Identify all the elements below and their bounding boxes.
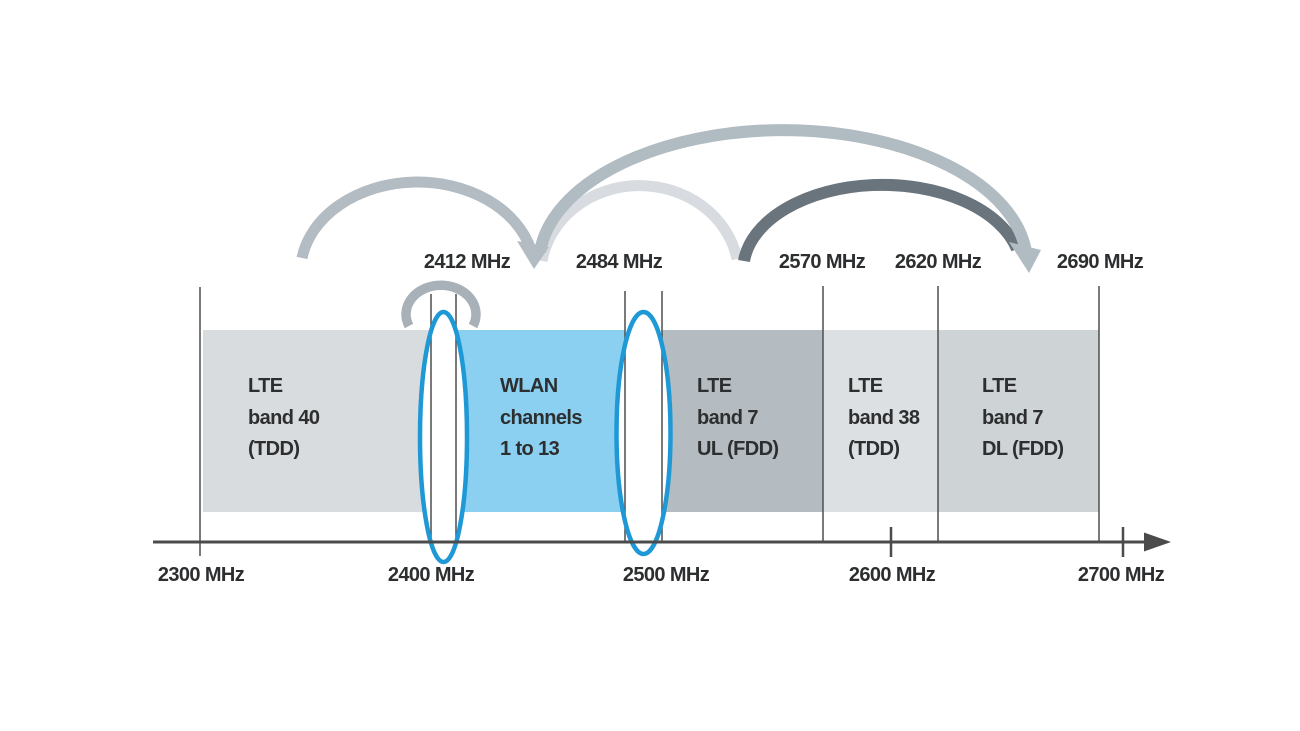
highlight-ellipse-2500 <box>614 309 673 557</box>
axis-label-2400: 2400 MHz <box>387 564 475 586</box>
band-label-line: WLAN <box>500 375 558 397</box>
arrowhead-main-arc <box>1009 242 1041 273</box>
band-label-line: (TDD) <box>848 438 900 460</box>
band-rect-lte-band-7-ul <box>662 330 823 512</box>
axis-label-2700: 2700 MHz <box>1077 564 1165 586</box>
band-label-lte-band-40: LTE band 40 (TDD) <box>248 371 320 466</box>
band-label-line: band 7 <box>982 406 1043 429</box>
band-rect-lte-band-40 <box>203 330 430 512</box>
band-label-line: LTE <box>982 375 1017 397</box>
top-label-2484: 2484 MHz <box>575 251 663 273</box>
band-label-lte-band-38: LTE band 38 (TDD) <box>848 371 920 466</box>
top-label-2620: 2620 MHz <box>894 251 982 273</box>
band-label-line: LTE <box>697 375 732 397</box>
axis-arrowhead <box>1144 532 1171 552</box>
top-label-2570: 2570 MHz <box>778 251 866 273</box>
band-label-line: LTE <box>848 375 883 397</box>
top-label-2412: 2412 MHz <box>423 251 511 273</box>
frequency-axis <box>153 527 1146 557</box>
band-label-line: UL (FDD) <box>697 438 779 460</box>
band-rect-wlan <box>458 330 625 512</box>
interference-arc-main <box>534 124 1032 253</box>
band-label-line: LTE <box>248 375 283 397</box>
band-label-lte-band-7-dl: LTE band 7 DL (FDD) <box>982 371 1064 466</box>
highlight-ellipse-2400 <box>417 309 470 565</box>
band-label-wlan: WLAN channels 1 to 13 <box>500 371 583 466</box>
band-rect-lte-band-7-dl <box>938 330 1099 512</box>
band-label-line: 1 to 13 <box>500 438 560 460</box>
interference-arc-dark <box>738 178 1023 263</box>
interference-arc-light <box>536 180 743 262</box>
top-label-2690: 2690 MHz <box>1056 251 1144 273</box>
band-label-lte-band-7-ul: LTE band 7 UL (FDD) <box>697 371 779 466</box>
axis-label-2500: 2500 MHz <box>622 564 710 586</box>
band-label-line: band 38 <box>848 406 920 429</box>
axis-label-2600: 2600 MHz <box>848 564 936 586</box>
band-rect-lte-band-38 <box>823 330 938 512</box>
highlight-ellipse-2500-fill <box>616 312 671 554</box>
interference-arc-left <box>296 176 537 260</box>
band-label-line: (TDD) <box>248 438 300 460</box>
band-label-line: band 40 <box>248 406 320 429</box>
band-label-line: channels <box>500 406 583 429</box>
band-label-line: band 7 <box>697 406 758 429</box>
interference-arc-hook <box>401 280 481 329</box>
band-label-line: DL (FDD) <box>982 438 1064 460</box>
axis-label-2300: 2300 MHz <box>157 564 245 586</box>
